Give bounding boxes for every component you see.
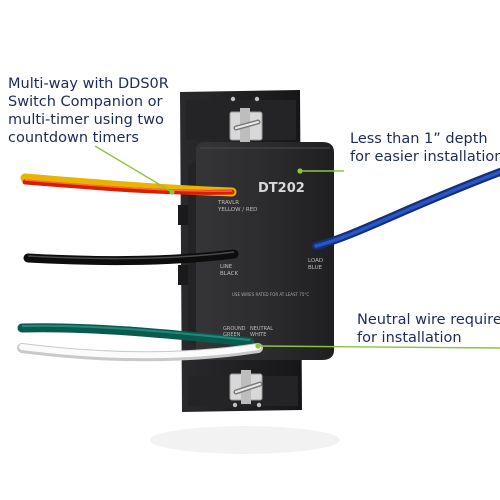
multiway-leader-dot xyxy=(169,189,175,195)
neutral-callout-line: Neutral wire required xyxy=(357,312,500,328)
depth-callout-line: Less than 1” depth xyxy=(350,131,488,147)
load-label: LOAD xyxy=(308,258,323,264)
callout-leaders xyxy=(94,145,500,349)
top-mounting-screw xyxy=(229,108,263,142)
model-label: DT202 xyxy=(258,181,305,196)
black-line-wire xyxy=(23,249,239,266)
depth-callout-line: for easier installation xyxy=(350,149,500,165)
neutral-color-label: WHITE xyxy=(250,332,266,338)
multiway-callout-line: countdown timers xyxy=(8,130,139,146)
multiway-callout-line: Multi-way with DDS0R xyxy=(8,76,169,92)
multiway-callout-line: Switch Companion or xyxy=(8,94,163,110)
bottom-mounting-screw xyxy=(229,370,263,404)
multiway-callout-line: multi-timer using two xyxy=(8,112,164,128)
multiway-leader-line xyxy=(94,145,173,193)
neutral-label: NEUTRAL xyxy=(250,326,273,332)
green-ground-wire xyxy=(17,323,255,347)
multiway-callout: Multi-way with DDS0R Switch Companion or… xyxy=(8,75,169,147)
neutral-callout-line: for installation xyxy=(357,330,462,346)
neutral-callout: Neutral wire required for installation xyxy=(357,311,500,347)
floor-shadow xyxy=(150,426,340,454)
ground-color-label: GREEN xyxy=(223,332,241,338)
red-traveler-wire xyxy=(22,179,235,195)
line-color-label: BLACK xyxy=(220,271,238,277)
depth-callout: Less than 1” depth for easier installati… xyxy=(350,130,500,166)
line-label: LINE xyxy=(220,264,233,270)
ground-label: GROUND xyxy=(223,326,246,332)
traveler-color-label: YELLOW / RED xyxy=(217,207,257,213)
traveler-label: TRAVLR xyxy=(217,200,239,206)
wire-rating-note: USE WIRES RATED FOR AT LEAST 75°C xyxy=(232,292,309,297)
neutral-leader-dot xyxy=(255,343,261,349)
neutral-leader-line xyxy=(257,345,500,349)
device-body xyxy=(188,142,334,360)
load-color-label: BLUE xyxy=(308,265,323,271)
depth-leader-dot xyxy=(297,168,303,174)
